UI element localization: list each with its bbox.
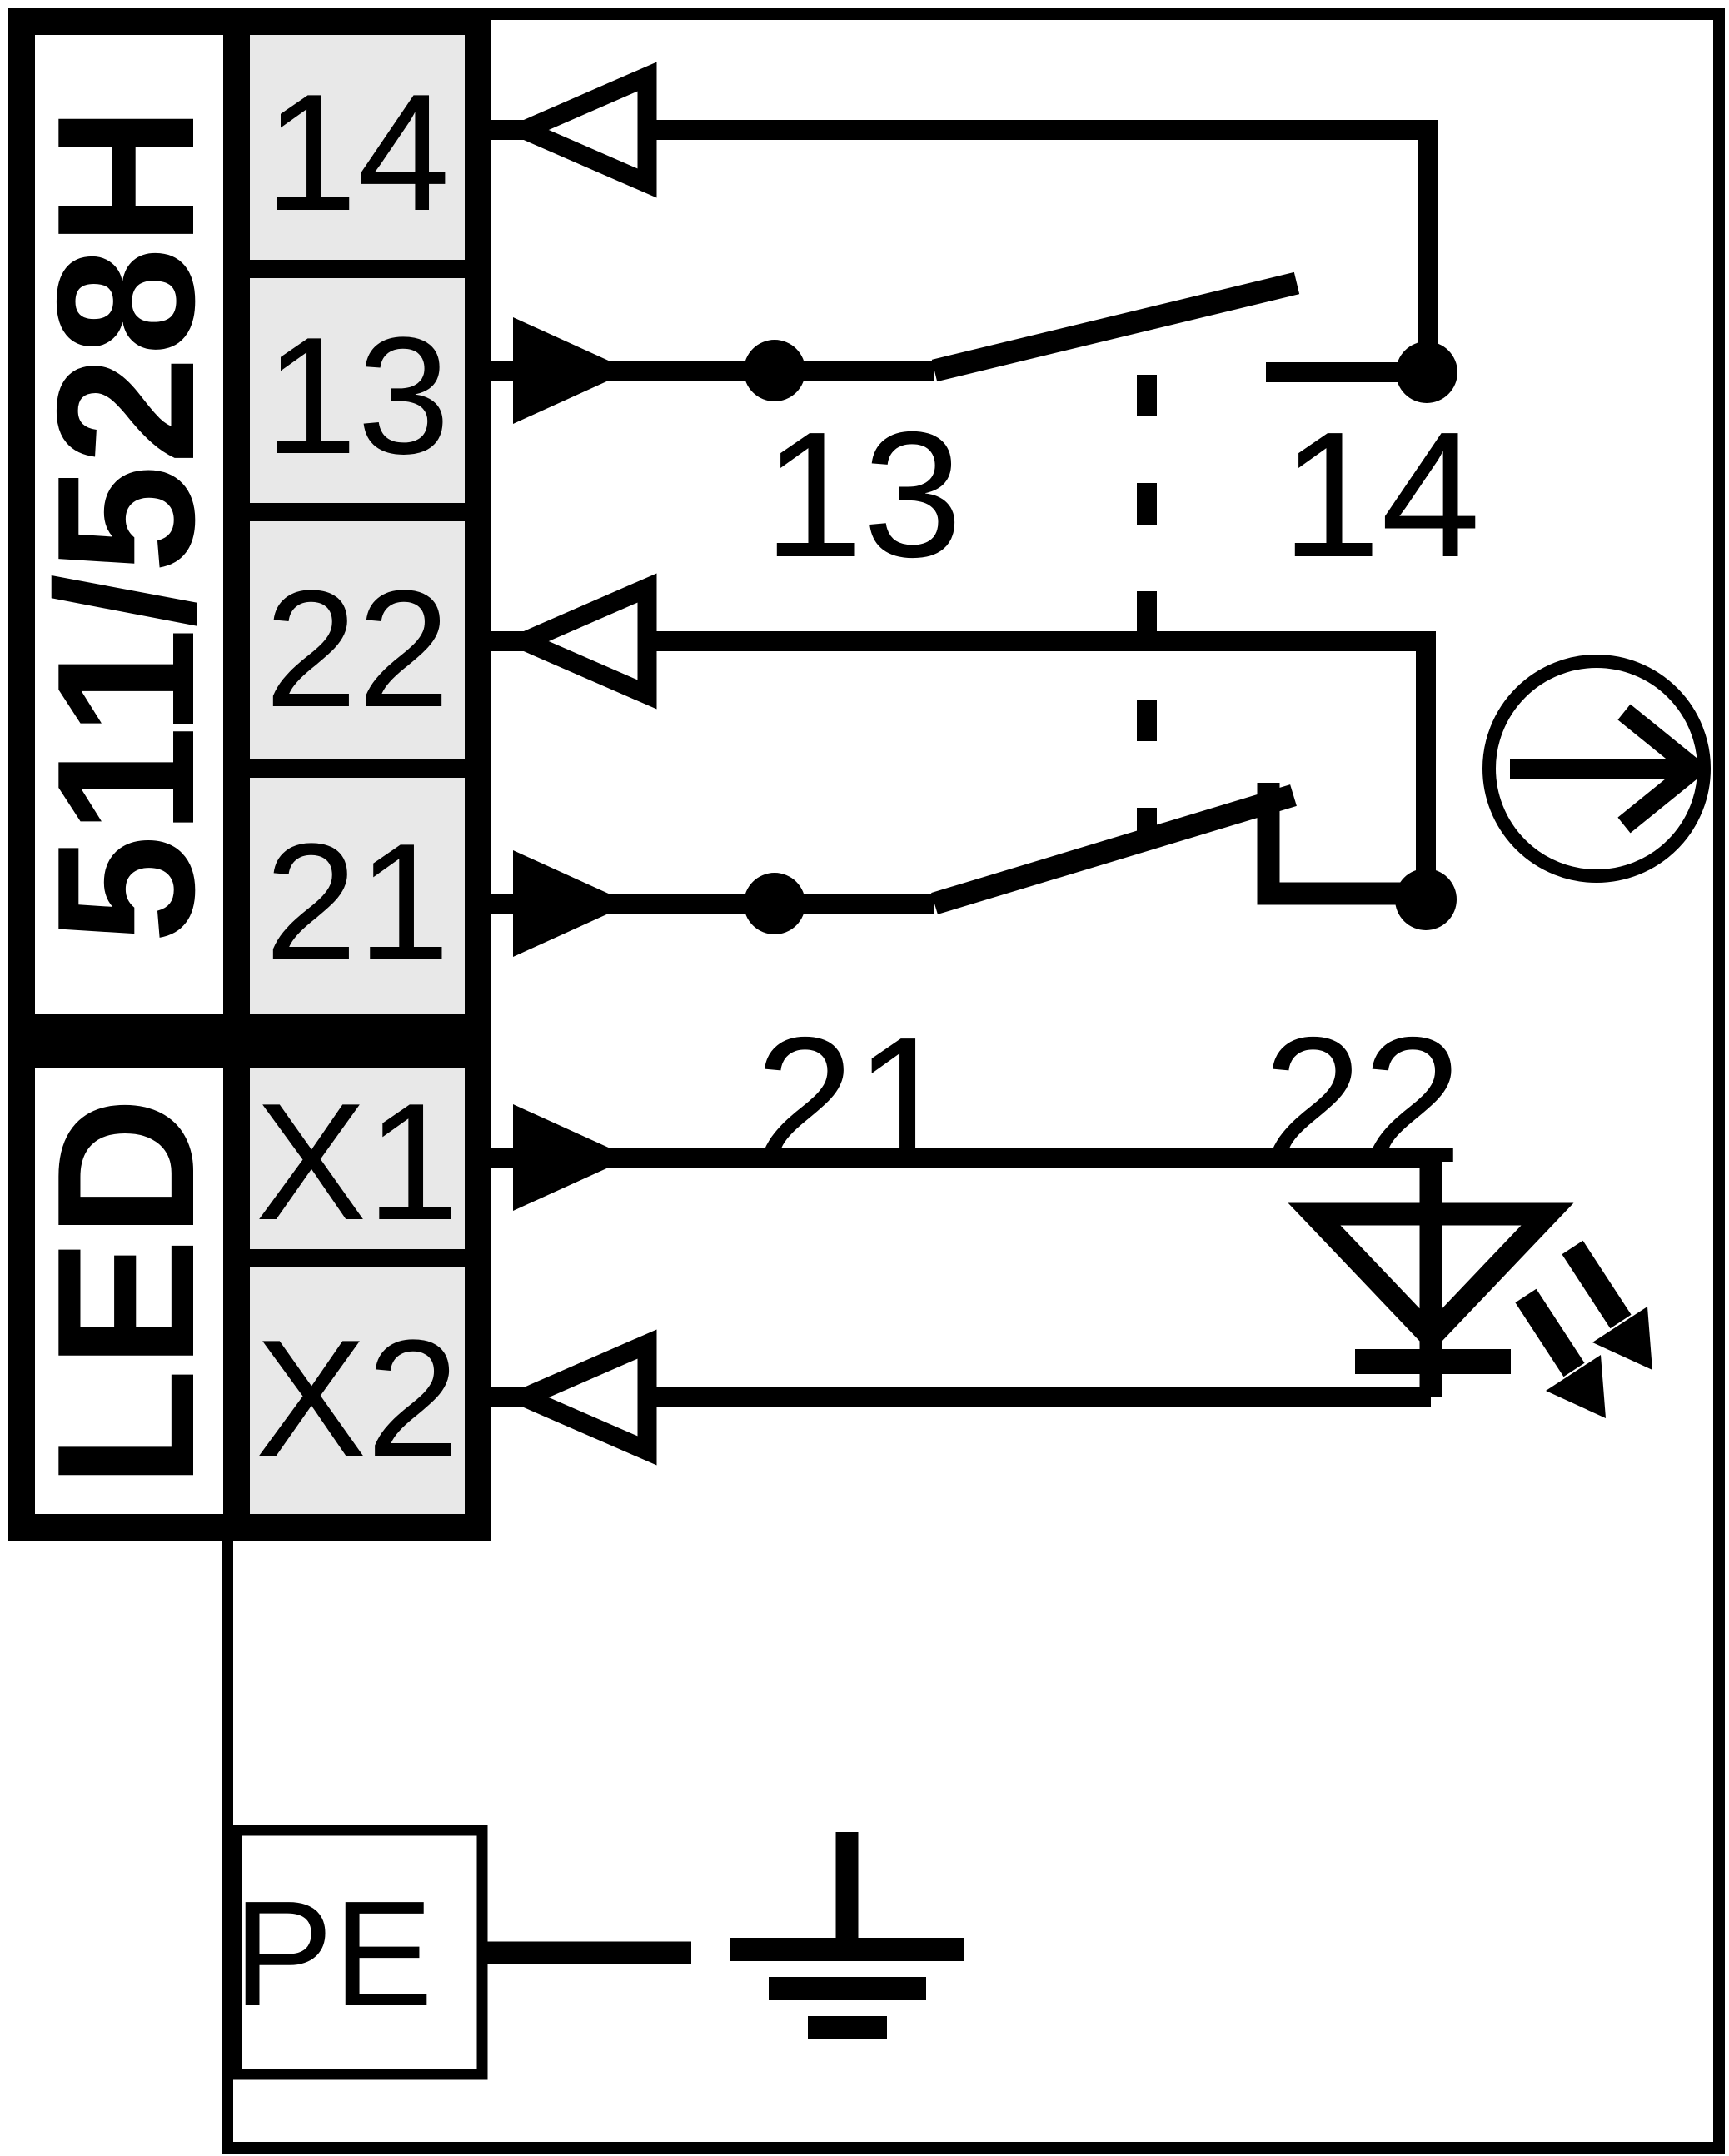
contact-lever-13-14 [931,271,1300,382]
contact-label-21: 21 [755,999,954,1200]
wire-22 [491,631,1436,899]
led-icon [1288,1202,1574,1353]
contact-lever-21-22 [931,784,1297,914]
actuation-direction-icon [1482,655,1711,883]
input-arrow-icon-21 [513,850,630,957]
terminal-cell-22 [250,521,465,759]
no-contact-13-14: 13 14 [491,62,1481,595]
device-block-label: 511/528H [16,106,235,944]
pe-box [231,1825,488,2080]
terminal-label-14: 14 [265,60,450,246]
light-emission-icon [1515,1240,1652,1418]
terminal-cell-14 [250,35,465,260]
led-label-area [35,1068,223,1514]
outer-frame [222,8,1725,2154]
terminal-label-21: 21 [265,809,450,995]
contact-dot-14 [1396,341,1457,403]
contact-dot-22 [1395,869,1457,930]
light-ray-1-head [1546,1355,1606,1418]
terminal-label-x2: X2 [256,1306,460,1491]
light-ray-1-shaft [1515,1288,1585,1377]
terminal-strip: 511/528H LED 14 13 22 21 X1 X2 [8,8,491,1541]
pe-circuit: PE [231,1825,964,2080]
terminal-label-22: 22 [265,556,450,742]
output-arrow-icon-22 [501,573,657,710]
contact-label-14: 14 [1281,394,1480,595]
actuation-arrow-head [1617,704,1711,834]
contact-label-13: 13 [763,394,962,595]
light-ray-2-shaft [1562,1240,1632,1329]
light-ray-2-head [1592,1307,1652,1370]
output-arrow-icon-14 [501,62,657,198]
output-arrow-icon-x2 [501,1329,657,1466]
terminal-cell-x2 [250,1267,465,1514]
wire-14 [491,120,1438,372]
terminal-label-13: 13 [265,303,450,489]
contact-dot-13 [744,340,805,401]
terminal-label-x1: X1 [256,1069,460,1255]
led-circuit [491,1104,1652,1466]
device-label-area [35,35,223,1014]
nc-fixed-contact-hook [1257,783,1426,905]
pe-label: PE [233,1870,433,2038]
led-block-label: LED [16,1097,235,1488]
nc-contact-21-22: 21 22 [491,573,1462,1200]
input-arrow-icon-13 [513,317,630,424]
terminal-cell-21 [250,778,465,1014]
terminal-cell-13 [250,278,465,503]
input-arrow-icon-x1 [513,1104,630,1211]
ground-icon [730,1832,964,2039]
terminal-cell-x1 [250,1068,465,1249]
contact-dot-21 [744,873,805,934]
